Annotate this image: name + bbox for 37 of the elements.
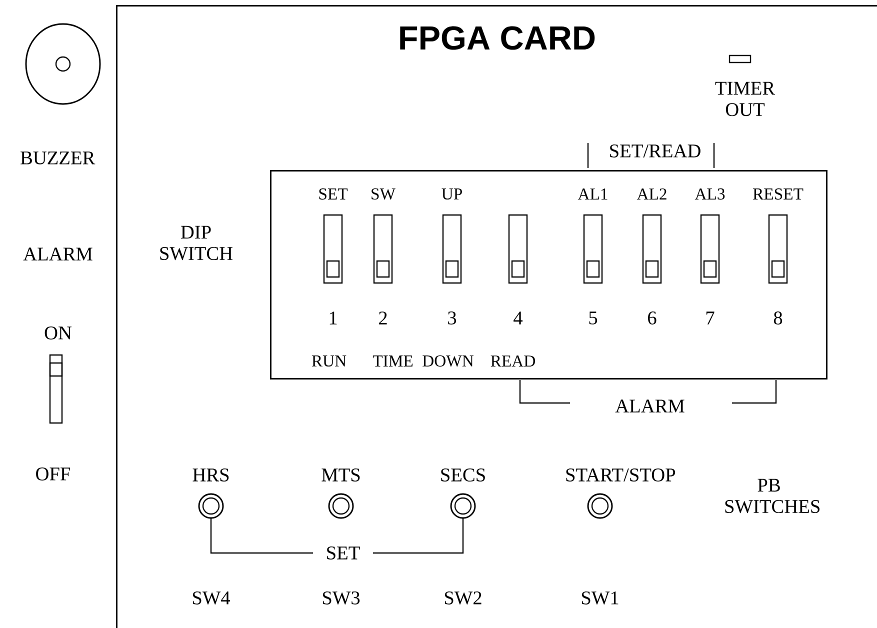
switch-label: 3: [448, 312, 456, 324]
switch-label: SECS: [441, 468, 485, 482]
switch-label: AL2: [636, 188, 666, 200]
switch-label: DOWN: [422, 355, 474, 367]
switch-label: READ: [490, 356, 536, 367]
switch-label: SW3: [322, 591, 360, 605]
device-label: BUZZER: [20, 152, 96, 164]
switch-label: AL3: [694, 188, 725, 200]
switch-label: SW1: [582, 591, 618, 605]
switch-label: 7: [706, 312, 714, 324]
device-label: TIMER OUT: [715, 82, 776, 116]
bracket-label: ALARM: [615, 400, 684, 412]
switch-label: RESET: [753, 188, 804, 200]
switch-label: OFF: [36, 468, 70, 480]
switch-label: 1: [330, 312, 337, 324]
switch-label: SW4: [192, 591, 230, 605]
switch-label: START/STOP: [566, 468, 676, 482]
switch-label: MTS: [322, 468, 360, 482]
switch-label: 8: [774, 311, 782, 325]
switch-label: SET: [319, 188, 348, 200]
switch-label: UP: [442, 188, 462, 200]
switch-label: ON: [44, 326, 72, 340]
node-label: DIP SWITCH: [160, 226, 232, 260]
group-label: PB SWITCHES: [725, 478, 820, 514]
switch-label: SW2: [444, 591, 482, 605]
switch-label: 6: [648, 312, 656, 324]
switch-label: SW: [372, 188, 396, 200]
switch-label: 4: [514, 312, 523, 324]
switch-label: AL1: [578, 188, 608, 200]
switch-label: 2: [379, 312, 387, 324]
bracket-label: SET/READ: [610, 144, 700, 158]
switch-label: ALARM: [23, 248, 92, 260]
bracket-label: SET: [327, 546, 360, 560]
switch-label: RUN: [312, 355, 346, 367]
switch-label: HRS: [192, 468, 229, 482]
switch-label: 5: [589, 312, 598, 324]
switch-label: TIME: [372, 356, 413, 366]
